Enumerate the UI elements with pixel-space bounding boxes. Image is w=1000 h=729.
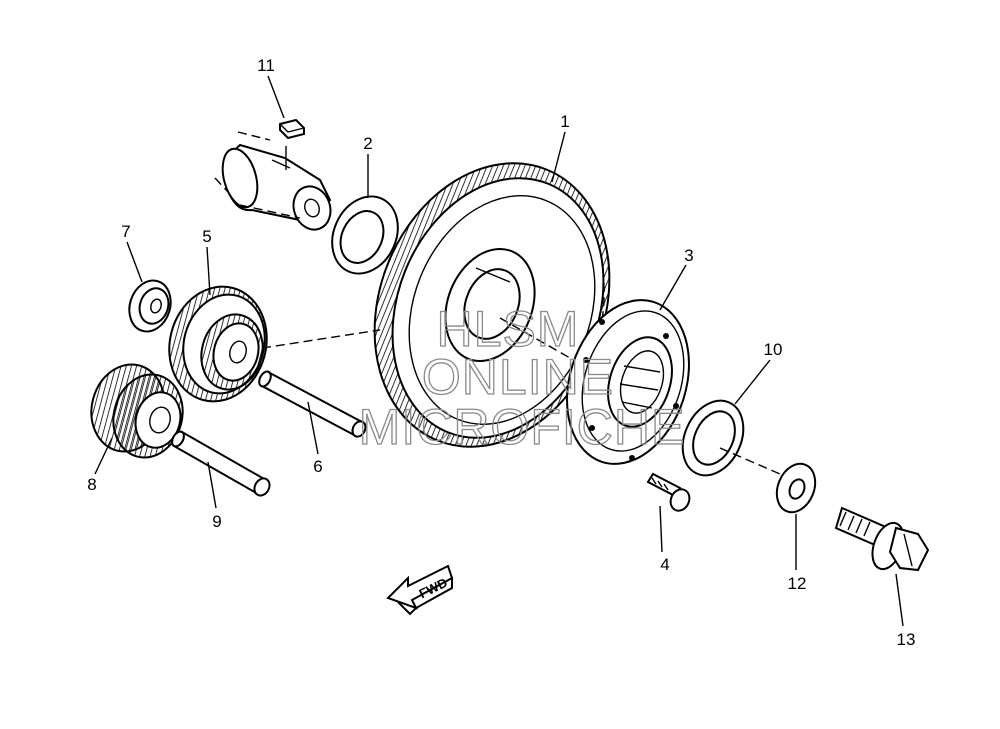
watermark-line-1: HLSM: [437, 301, 580, 357]
part-13-flange-bolt: [834, 506, 930, 572]
callout-8: 8: [87, 475, 96, 494]
part-9-shaft: [171, 430, 271, 497]
callout-7: 7: [121, 222, 130, 241]
part-4-bolt: [646, 472, 691, 512]
callout-12: 12: [788, 574, 807, 593]
crankshaft-end: [214, 131, 332, 231]
callout-1: 1: [560, 112, 569, 131]
watermark: HLSM ONLINE MICROFICHE: [358, 300, 686, 455]
callout-numbers: 1 2 3 4 5 6 7 8 9 10 11 12 13: [87, 56, 915, 649]
callout-10: 10: [764, 340, 783, 359]
fwd-arrow-icon: FWD: [386, 564, 454, 616]
leader-lines: [94, 75, 904, 627]
part-8-gear: [90, 363, 184, 459]
callout-4: 4: [660, 555, 669, 574]
part-7-bearing: [128, 279, 172, 333]
watermark-line-2: ONLINE: [422, 349, 614, 405]
part-3-clutch-assembly: [566, 299, 690, 465]
watermark-line-3: MICROFICHE: [359, 399, 686, 455]
part-12-plain-washer: [775, 462, 817, 514]
callout-11: 11: [257, 56, 275, 75]
callout-3: 3: [684, 246, 693, 265]
part-2-washer: [331, 195, 399, 275]
callout-13: 13: [897, 630, 916, 649]
callout-5: 5: [202, 227, 211, 246]
center-lines: [239, 204, 781, 475]
callout-9: 9: [212, 512, 221, 531]
part-10-washer: [681, 399, 745, 477]
callout-6: 6: [313, 457, 322, 476]
part-5-idle-gear: [168, 285, 268, 403]
part-1-starter-wheel-gear: [373, 162, 611, 448]
callout-2: 2: [363, 134, 372, 153]
part-11-key: [279, 118, 305, 140]
part-6-shaft: [258, 370, 367, 438]
